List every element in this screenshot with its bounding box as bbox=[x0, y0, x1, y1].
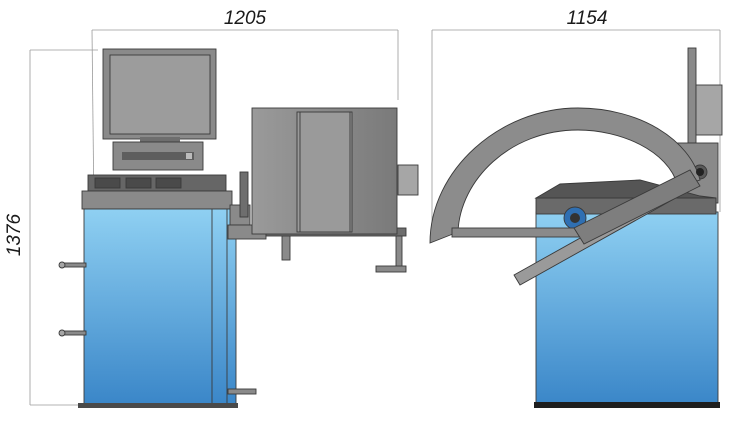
side-cabinet bbox=[534, 179, 720, 408]
control-unit bbox=[112, 141, 204, 171]
measuring-arm bbox=[513, 168, 704, 286]
monitor-pole bbox=[687, 47, 723, 144]
monitor bbox=[102, 48, 217, 142]
tool-tray bbox=[81, 174, 233, 210]
foot-pedal bbox=[227, 388, 257, 395]
side-view bbox=[429, 47, 723, 408]
dimension-width-side: 1154 bbox=[431, 8, 721, 228]
dimension-label-1154: 1154 bbox=[567, 8, 608, 29]
weight-pegs bbox=[58, 261, 87, 337]
front-cabinet bbox=[78, 208, 238, 408]
front-view bbox=[58, 48, 419, 408]
dimension-label-1376: 1376 bbox=[4, 213, 25, 256]
dimension-height: 1376 bbox=[4, 49, 98, 406]
wheel-guard-front bbox=[251, 107, 419, 235]
dimension-label-1205: 1205 bbox=[224, 8, 267, 29]
